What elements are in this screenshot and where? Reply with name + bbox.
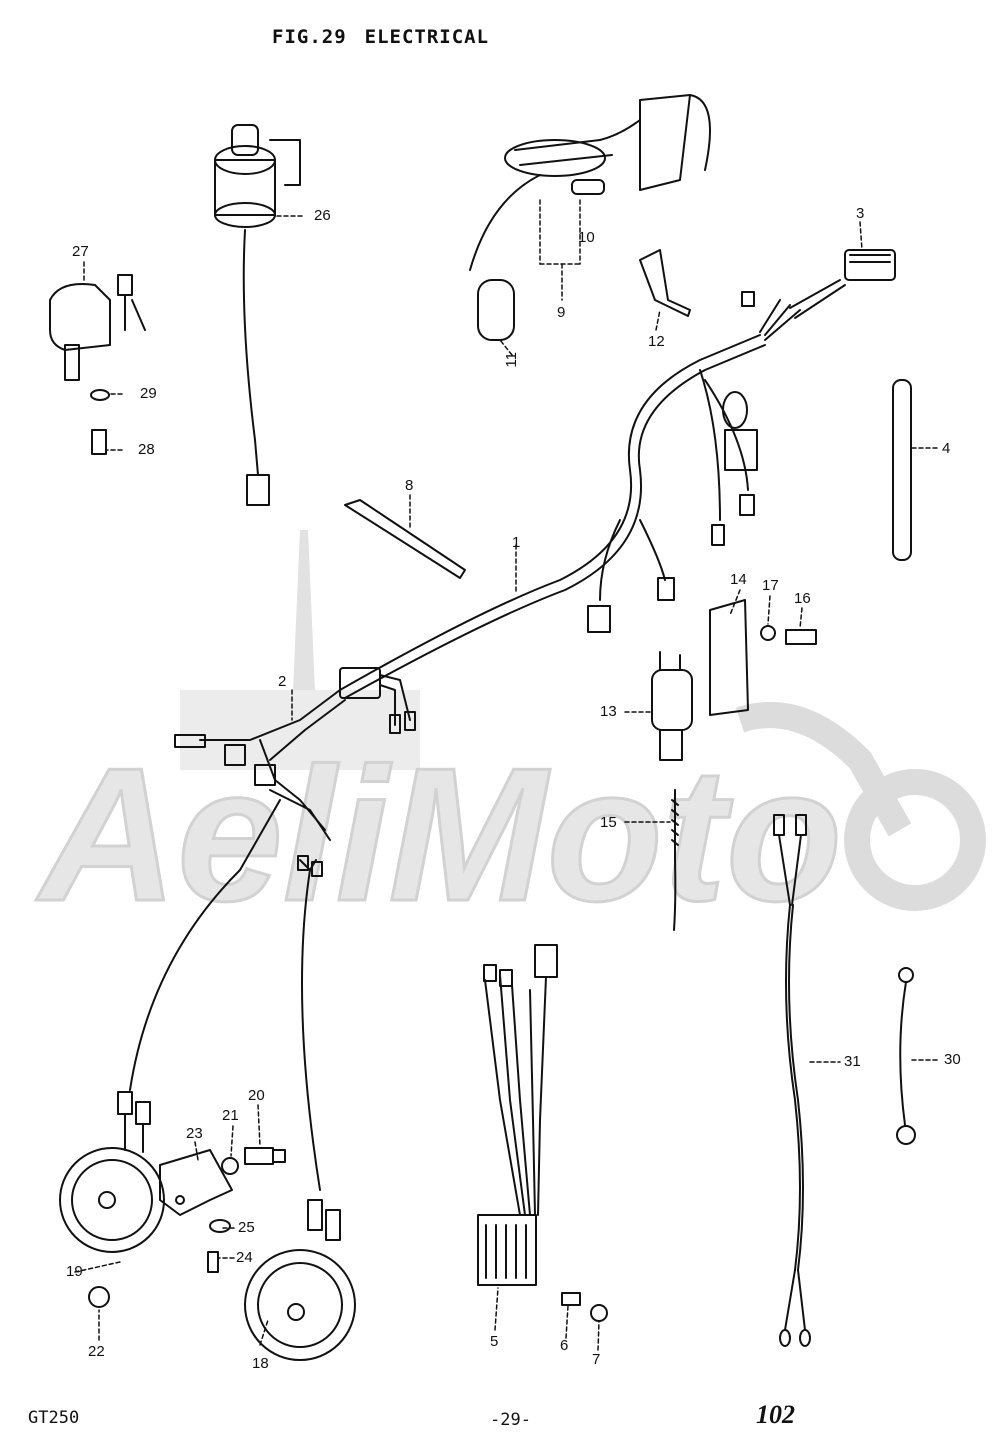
sub-harness-2 <box>129 667 416 1091</box>
part-label-19: 19 <box>66 1263 83 1280</box>
horn-18 <box>244 855 356 1361</box>
earth-wire-30 <box>896 967 916 1145</box>
stop-switch-13 <box>651 651 693 761</box>
part-label-7: 7 <box>592 1351 601 1368</box>
small-hardware-6-7 <box>561 1292 608 1322</box>
part-label-22: 22 <box>88 1343 105 1360</box>
bracket-14 <box>709 599 749 716</box>
part-label-15: 15 <box>600 814 617 831</box>
part-label-4: 4 <box>942 440 951 457</box>
part-label-28: 28 <box>138 441 155 458</box>
main-wiring-harness <box>339 279 846 699</box>
part-label-25: 25 <box>238 1219 255 1236</box>
part-label-2: 2 <box>278 673 287 690</box>
ignition-switch-26 <box>214 124 301 506</box>
part-label-14: 14 <box>730 571 747 588</box>
part-label-21: 21 <box>222 1107 239 1124</box>
catalog-page-number: 102 <box>756 1400 795 1429</box>
part-label-24: 24 <box>236 1249 253 1266</box>
figure-number: FIG.29 <box>272 26 347 48</box>
section-page-number: -29- <box>490 1410 531 1430</box>
steering-lock-27 <box>49 274 146 455</box>
part-label-23: 23 <box>186 1125 203 1142</box>
model-code: GT250 <box>28 1408 80 1428</box>
part-label-1: 1 <box>512 534 521 551</box>
part-label-3: 3 <box>856 205 865 222</box>
part-label-31: 31 <box>844 1053 861 1070</box>
part-label-10: 10 <box>578 229 595 246</box>
fuse-cap-11 <box>477 279 515 341</box>
bracket-23 <box>159 1149 233 1216</box>
band-8 <box>344 499 466 579</box>
part-label-16: 16 <box>794 590 811 607</box>
part-label-6: 6 <box>560 1337 569 1354</box>
bracket-12 <box>639 249 691 317</box>
part-label-11: 11 <box>503 352 520 368</box>
part-label-9: 9 <box>557 304 566 321</box>
hardware-group <box>88 1147 286 1308</box>
band-4 <box>892 379 912 561</box>
figure-name: ELECTRICAL <box>364 26 490 48</box>
part-label-20: 20 <box>248 1087 265 1104</box>
part-label-13: 13 <box>600 703 617 720</box>
part-label-30: 30 <box>944 1051 961 1068</box>
screws-16-17 <box>760 625 817 645</box>
watermark-text: AeliMoto <box>36 729 842 941</box>
spring-15 <box>671 789 679 931</box>
part-label-29: 29 <box>140 385 157 402</box>
horn-19 <box>59 1091 165 1253</box>
connector-3 <box>844 249 896 281</box>
part-label-5: 5 <box>490 1333 499 1350</box>
lead-wire-31 <box>773 814 811 1347</box>
part-label-18: 18 <box>252 1355 269 1372</box>
fuse-holder-9 <box>469 94 711 271</box>
leader-lines <box>74 199 941 1351</box>
rectifier-5 <box>477 944 558 1286</box>
part-label-8: 8 <box>405 477 414 494</box>
part-label-27: 27 <box>72 243 89 260</box>
figure-title: FIG.29 ELECTRICAL <box>272 26 489 48</box>
part-label-17: 17 <box>762 577 779 594</box>
fuse-10 <box>571 179 605 195</box>
part-label-12: 12 <box>648 333 665 350</box>
watermark-motorcycle <box>735 702 986 911</box>
part-label-26: 26 <box>314 207 331 224</box>
watermark-tower <box>180 530 420 770</box>
